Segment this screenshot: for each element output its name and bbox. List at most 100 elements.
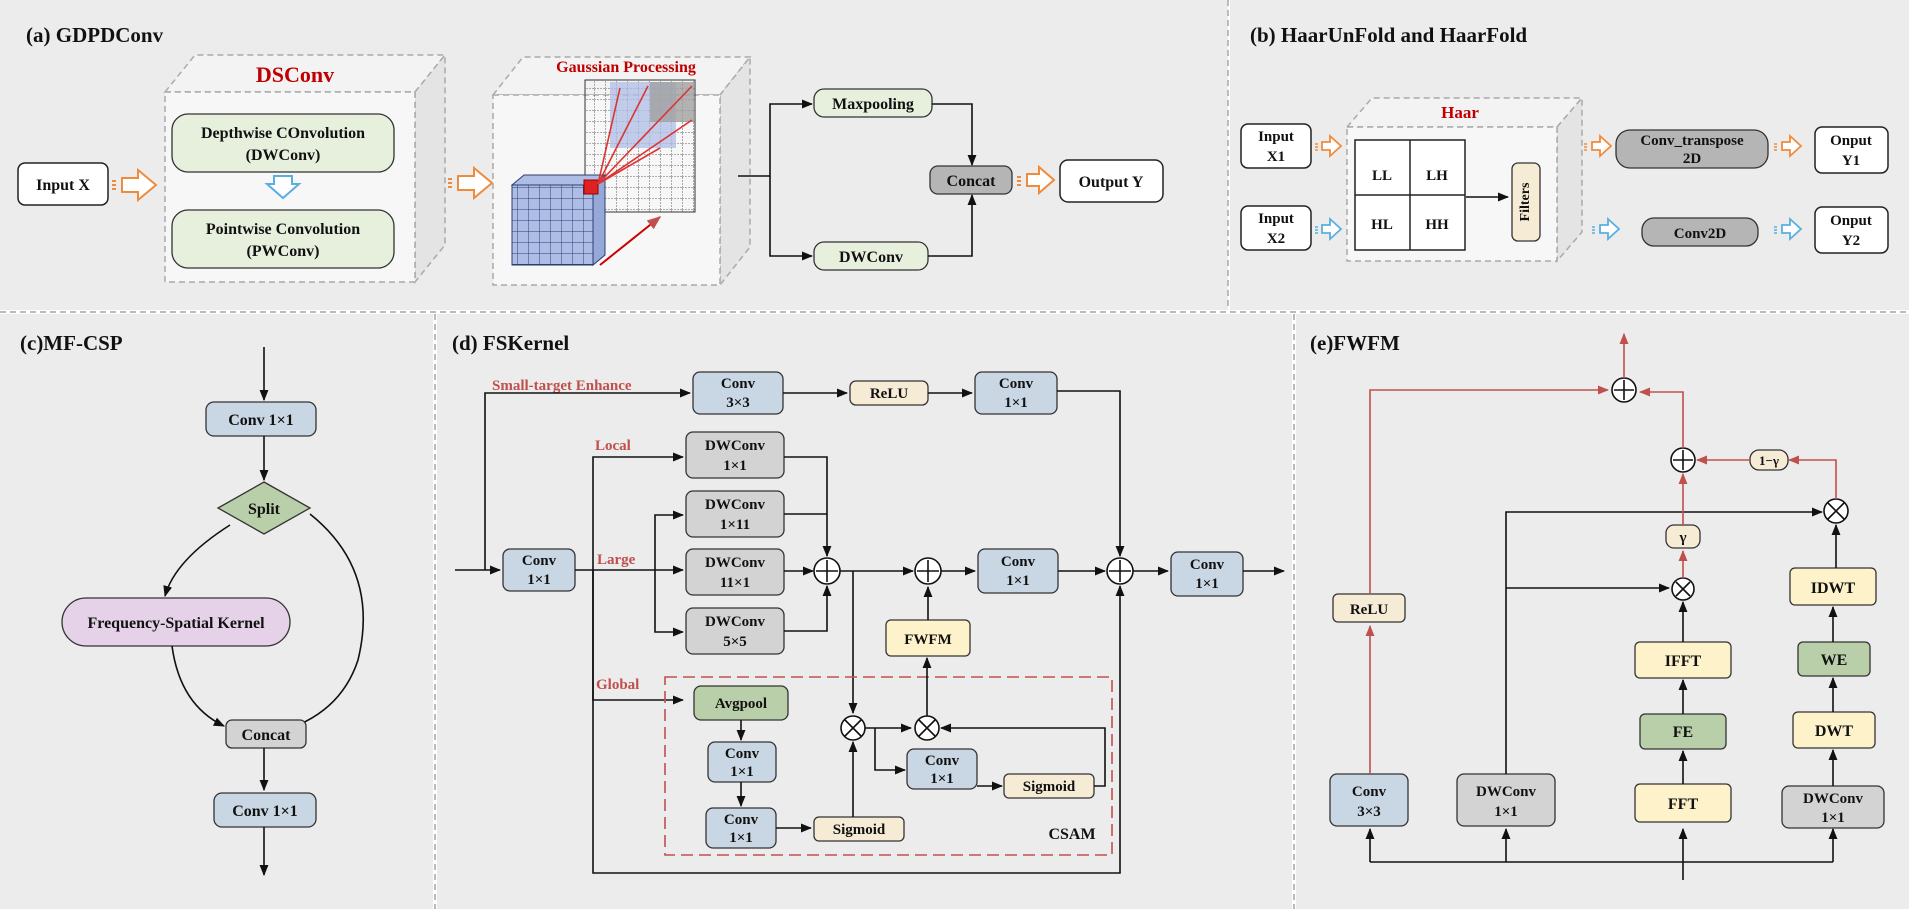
frequency-spatial-kernel-label: Frequency-Spatial Kernel xyxy=(87,615,265,632)
input-x-label: Input X xyxy=(36,177,90,194)
conv1x1-csam-c-label-2: 1×1 xyxy=(930,771,954,787)
conv1x1-csam-a-label-2: 1×1 xyxy=(730,764,754,780)
multiply-op-icon xyxy=(840,715,866,741)
conv1x1-csam-a-label-1: Conv xyxy=(725,746,760,762)
fwfm-d-label: FWFM xyxy=(904,632,951,648)
conv1x1-csam-b-label-2: 1×1 xyxy=(729,830,753,846)
haar-title: Haar xyxy=(1441,103,1479,122)
conv1x1-out-box xyxy=(1170,551,1244,597)
local-label: Local xyxy=(595,438,631,454)
global-label: Global xyxy=(596,677,639,693)
pointwise-label-2: (PWConv) xyxy=(247,243,320,260)
conv-top-label: Conv 1×1 xyxy=(228,412,294,429)
sigmoid-a-label: Sigmoid xyxy=(833,822,886,838)
lh-label: LH xyxy=(1426,168,1448,184)
conv3x3-d-label-1: Conv xyxy=(721,376,756,392)
gaussian-cube xyxy=(491,54,752,288)
filters-box xyxy=(1511,162,1541,242)
panel-c-title: (c)MF-CSP xyxy=(20,331,123,355)
input-x1-label-2: X1 xyxy=(1267,149,1285,165)
conv-bottom-label: Conv 1×1 xyxy=(232,803,298,820)
blue-arrow-icon xyxy=(1774,216,1803,242)
panel-e-title: (e)FWFM xyxy=(1310,331,1400,355)
dsconv-title: DSConv xyxy=(256,62,334,87)
output-y1-box xyxy=(1814,126,1889,174)
fe-label: FE xyxy=(1673,724,1693,741)
gaussian-title: Gaussian Processing xyxy=(556,59,696,76)
large-label: Large xyxy=(597,552,636,568)
panel-b-title: (b) HaarUnFold and HaarFold xyxy=(1250,23,1527,47)
conv3x3-e-box xyxy=(1329,773,1409,827)
dwconv-1x1-box xyxy=(685,431,785,479)
orange-arrow-icon xyxy=(448,165,494,201)
dwconv-label-a: DWConv xyxy=(839,249,903,266)
dwconv-1x1-label-1: DWConv xyxy=(705,438,766,454)
input-x2-label-1: Input xyxy=(1258,211,1294,227)
orange-arrow-icon xyxy=(1774,133,1803,159)
ll-label: LL xyxy=(1372,168,1392,184)
dwconv-5x5-label-2: 5×5 xyxy=(723,634,747,650)
dwconv-1x11-label-1: DWConv xyxy=(705,497,766,513)
depthwise-conv-box xyxy=(171,113,395,173)
pointwise-label-1: Pointwise Convolution xyxy=(206,221,360,238)
idwt-box xyxy=(1789,567,1877,606)
dwconv-5x5-label-1: DWConv xyxy=(705,614,766,630)
conv3x3-e-label-1: Conv xyxy=(1352,784,1387,800)
add-op-icon xyxy=(1670,447,1696,473)
maxpooling-label: Maxpooling xyxy=(832,96,914,113)
multiply-op-icon xyxy=(1823,498,1849,524)
output-y1-label-1: Onput xyxy=(1830,133,1872,149)
conv-top-box xyxy=(205,401,317,437)
multiply-op-icon xyxy=(1671,577,1695,601)
we-label: WE xyxy=(1821,652,1848,669)
filters-label: Filters xyxy=(1518,182,1533,221)
idwt-label: IDWT xyxy=(1811,580,1856,597)
dwconv-e-left-label-1: DWConv xyxy=(1476,784,1537,800)
depthwise-label-2: (DWConv) xyxy=(246,147,321,164)
conv1x1-mid-label-1: Conv xyxy=(1001,554,1036,570)
dwconv-11x1-label-2: 11×1 xyxy=(720,575,750,591)
csam-label: CSAM xyxy=(1048,826,1095,843)
dwconv-e-right-label-2: 1×1 xyxy=(1821,810,1845,826)
conv1x1-input-label-1: Conv xyxy=(522,553,557,569)
dwt-box xyxy=(1792,711,1876,749)
conv1x1-out-label-2: 1×1 xyxy=(1195,576,1219,592)
output-y1-label-2: Y1 xyxy=(1842,153,1860,169)
relu-e-label: ReLU xyxy=(1350,602,1388,618)
concat-label-a: Concat xyxy=(947,173,997,190)
relu-d-label: ReLU xyxy=(870,386,908,402)
csam-region xyxy=(664,676,1113,856)
frequency-spatial-kernel-box xyxy=(61,597,291,647)
conv1x1-small-box xyxy=(974,371,1058,415)
dwconv-1x1-label-2: 1×1 xyxy=(723,458,747,474)
blue-down-arrow-icon xyxy=(264,175,302,200)
add-op-icon xyxy=(1611,377,1637,403)
dwconv-e-left-label-2: 1×1 xyxy=(1494,804,1518,820)
add-op-icon xyxy=(914,557,942,585)
conv1x1-csam-a-box xyxy=(707,741,777,783)
ifft-label: IFFT xyxy=(1665,653,1702,670)
orange-arrow-icon xyxy=(1017,164,1056,196)
blue-arrow-icon xyxy=(1315,216,1343,242)
sigmoid-a-box xyxy=(813,816,905,842)
sigmoid-b-label: Sigmoid xyxy=(1023,779,1076,795)
conv1x1-input-label-2: 1×1 xyxy=(527,572,551,588)
fft-label: FFT xyxy=(1668,796,1699,813)
conv-transpose-label-1: Conv_transpose xyxy=(1640,133,1744,149)
gamma-label: γ xyxy=(1678,530,1686,546)
conv2d-box xyxy=(1641,217,1759,247)
input-x2-box xyxy=(1240,205,1312,251)
conv2d-label: Conv2D xyxy=(1674,226,1727,242)
input-x2-label-2: X2 xyxy=(1267,231,1285,247)
multiply-op-icon xyxy=(914,715,940,741)
small-target-label: Small-target Enhance xyxy=(492,378,632,394)
hh-label: HH xyxy=(1425,217,1449,233)
concat-label-c: Concat xyxy=(242,727,292,744)
input-x-box xyxy=(17,162,109,206)
dwt-label: DWT xyxy=(1815,723,1854,740)
input-x1-box xyxy=(1240,123,1312,169)
output-y2-box xyxy=(1814,206,1889,254)
depthwise-label-1: Depthwise COnvolution xyxy=(201,125,365,142)
output-y-box xyxy=(1059,159,1164,203)
